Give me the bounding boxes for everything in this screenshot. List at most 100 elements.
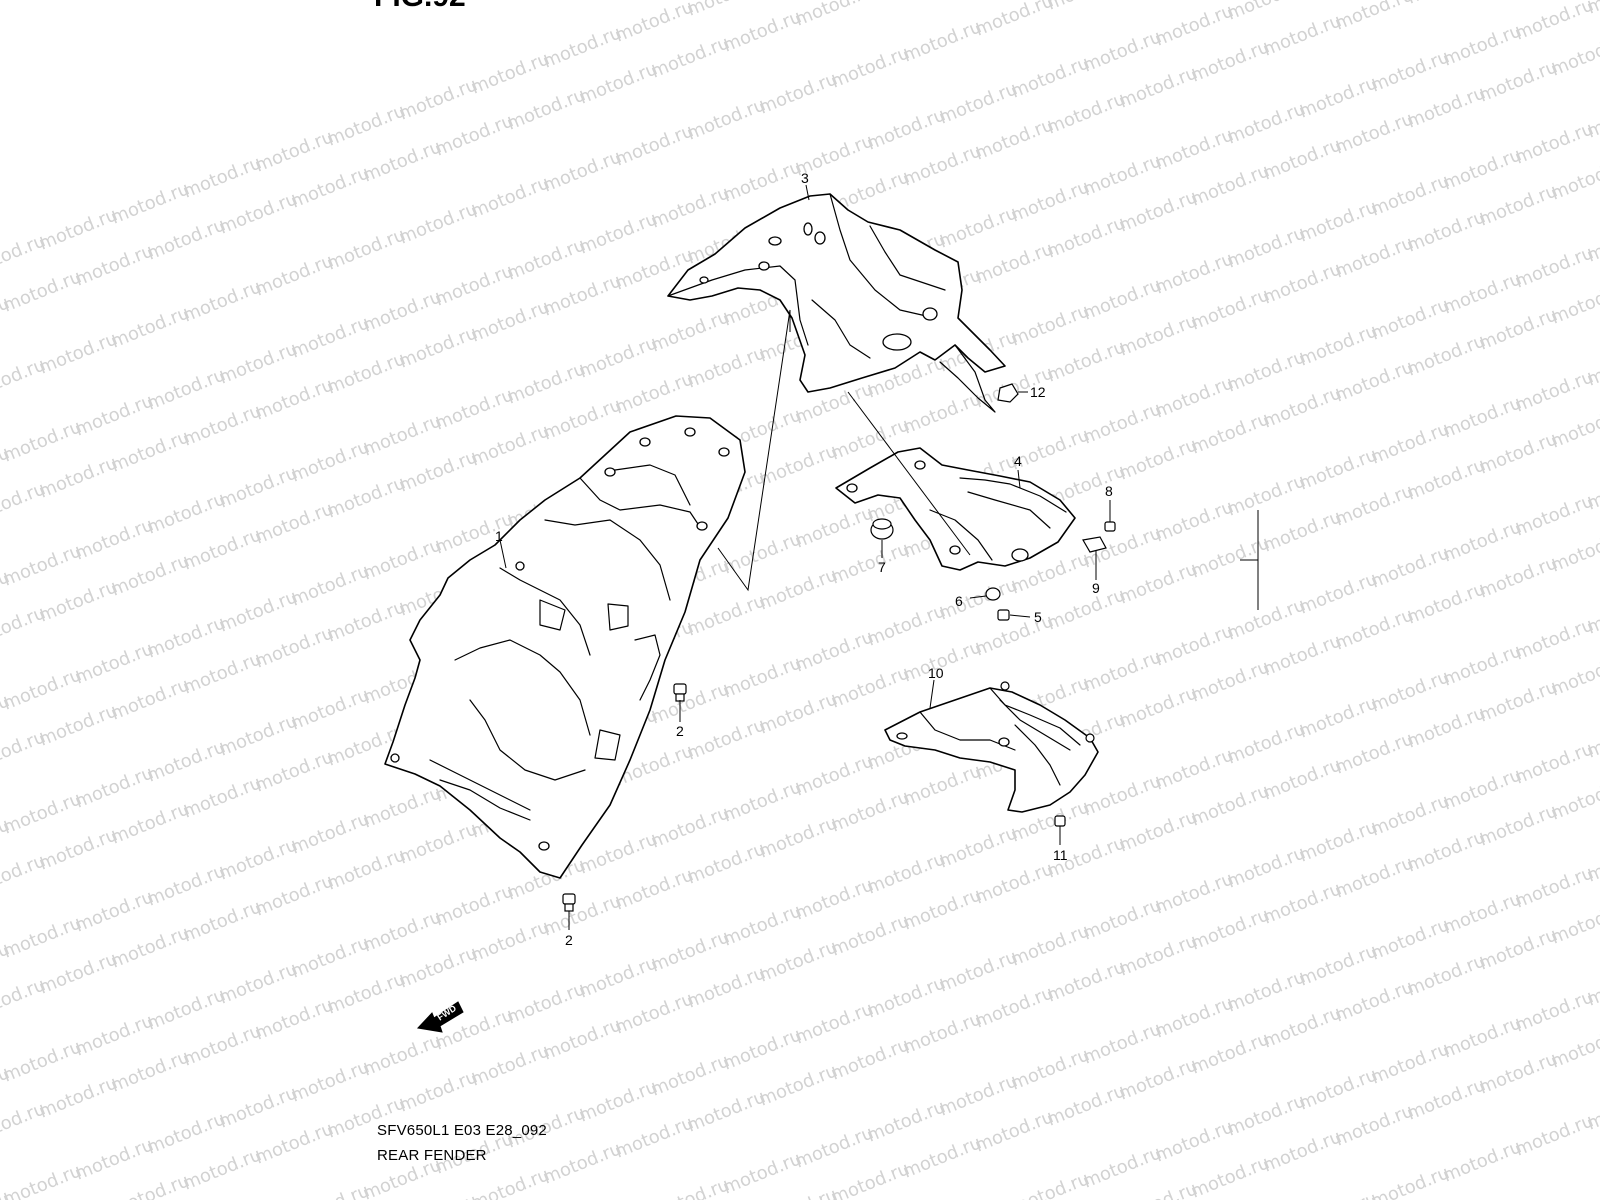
watermark-text: motod.ru [1476, 428, 1560, 478]
watermark-text: motod.ru [1440, 20, 1524, 70]
callout-8: 8 [1105, 483, 1113, 499]
figure-title: FIG.92 [374, 0, 466, 14]
watermark-text: motod.ru [1404, 82, 1488, 132]
watermark-text: motod.ru [1188, 1152, 1272, 1200]
watermark-text: motod.ru [540, 1138, 624, 1188]
watermark-text: motod.ru [216, 462, 300, 512]
watermark-text: motod.ru [288, 162, 372, 212]
watermark-text: motod.ru [1512, 0, 1596, 45]
watermark-text: motod.ru [108, 302, 192, 352]
watermark-text: motod.ru [1260, 754, 1344, 804]
watermark-text: motod.ru [540, 270, 624, 320]
watermark-text: motod.ru [900, 140, 984, 190]
watermark-text: motod.ru [1152, 248, 1236, 298]
callout-labels: 1 2 2 3 4 5 6 7 8 9 10 11 12 [495, 170, 1113, 948]
watermark-text: motod.ru [1404, 454, 1488, 504]
watermark-text: motod.ru [360, 410, 444, 460]
watermark-text: motod.ru [900, 1008, 984, 1058]
watermark-text: motod.ru [468, 48, 552, 98]
watermark-text: motod.ru [828, 1034, 912, 1084]
watermark-text: motod.ru [828, 42, 912, 92]
watermark-text: motod.ru [504, 234, 588, 284]
watermark-text: motod.ru [1404, 702, 1488, 752]
watermark-text: motod.ru [72, 514, 156, 564]
watermark-text: motod.ru [1116, 62, 1200, 112]
watermark-text: motod.ru [216, 1082, 300, 1132]
watermark-text: motod.ru [1116, 558, 1200, 608]
watermark-text: motod.ru [72, 1010, 156, 1060]
watermark-text: motod.ru [1332, 356, 1416, 406]
watermark-text: motod.ru [144, 984, 228, 1034]
callout-4: 4 [1014, 453, 1022, 469]
watermark-text: motod.ru [612, 1112, 696, 1162]
watermark-text: motod.ru [1548, 154, 1600, 204]
watermark-text: motod.ru [36, 328, 120, 378]
watermark-text: motod.ru [1044, 212, 1128, 262]
watermark-text: motod.ru [972, 610, 1056, 660]
watermark-text: motod.ru [756, 440, 840, 490]
watermark-text: motod.ru [36, 700, 120, 750]
watermark-text: motod.ru [1152, 1116, 1236, 1166]
watermark-text: motod.ru [936, 822, 1020, 872]
watermark-text: motod.ru [684, 0, 768, 21]
watermark-text: motod.ru [1188, 532, 1272, 582]
watermark-text: motod.ru [1044, 0, 1128, 15]
watermark-text: motod.ru [360, 1030, 444, 1080]
watermark-text: motod.ru [180, 772, 264, 822]
watermark-text: motod.ru [468, 1040, 552, 1090]
watermark-text: motod.ru [792, 626, 876, 676]
watermark-text: motod.ru [1080, 770, 1164, 820]
watermark-text: motod.ru [360, 782, 444, 832]
watermark-text: motod.ru [1332, 480, 1416, 530]
watermark-text: motod.ru [972, 238, 1056, 288]
callout-5: 5 [1034, 609, 1042, 625]
watermark-text: motod.ru [1188, 904, 1272, 954]
watermark-text: motod.ru [612, 988, 696, 1038]
watermark-text: motod.ru [900, 884, 984, 934]
watermark-text: motod.ru [288, 684, 372, 734]
watermark-text: motod.ru [1512, 118, 1596, 168]
watermark-text: motod.ru [396, 322, 480, 372]
watermark-text: motod.ru [1332, 728, 1416, 778]
watermark-text: motod.ru [1512, 862, 1596, 912]
watermark-text: motod.ru [144, 214, 228, 264]
watermark-text: motod.ru [324, 224, 408, 274]
watermark-text: motod.ru [1332, 976, 1416, 1026]
watermark-text: motod.ru [576, 208, 660, 258]
watermark-text: motod.ru [648, 182, 732, 232]
watermark-text: motod.ru [720, 156, 804, 206]
watermark-text: motod.ru [1512, 738, 1596, 788]
watermark-text: motod.ru [1512, 1110, 1596, 1160]
watermark-text: motod.ru [1116, 806, 1200, 856]
watermark-text: motod.ru [684, 714, 768, 764]
watermark-text: motod.ru [1080, 1142, 1164, 1192]
watermark-text: motod.ru [468, 420, 552, 470]
callout-10: 10 [928, 665, 944, 681]
watermark-text: motod.ru [1332, 604, 1416, 654]
watermark-text: motod.ru [1188, 284, 1272, 334]
watermark-text: motod.ru [180, 276, 264, 326]
watermark-text: motod.ru [576, 58, 660, 108]
watermark-text: motod.ru [1152, 0, 1236, 50]
callout-11: 11 [1053, 847, 1068, 863]
watermark-text: motod.ru [144, 364, 228, 414]
watermark-text: motod.ru [1440, 764, 1524, 814]
watermark-text: motod.ru [1548, 898, 1600, 948]
watermark-text: motod.ru [1224, 594, 1308, 644]
watermark-text: motod.ru [1368, 418, 1452, 468]
watermark-text: motod.ru [252, 994, 336, 1044]
watermark-text: motod.ru [396, 818, 480, 868]
watermark-text: motod.ru [252, 498, 336, 548]
watermark-text: motod.ru [180, 648, 264, 698]
watermark-text: motod.ru [1116, 930, 1200, 980]
watermark-text: motod.ru [900, 388, 984, 438]
watermark-text: motod.ru [180, 1020, 264, 1070]
watermark-text: motod.ru [1368, 542, 1452, 592]
watermark-text: motod.ru [648, 926, 732, 976]
watermark-text: motod.ru [108, 798, 192, 848]
watermark-text: motod.ru [360, 136, 444, 186]
watermark-text: motod.ru [1224, 718, 1308, 768]
watermark-text: motod.ru [1296, 72, 1380, 122]
watermark-text: motod.ru [0, 1036, 84, 1086]
watermark-text: motod.ru [36, 1072, 120, 1122]
